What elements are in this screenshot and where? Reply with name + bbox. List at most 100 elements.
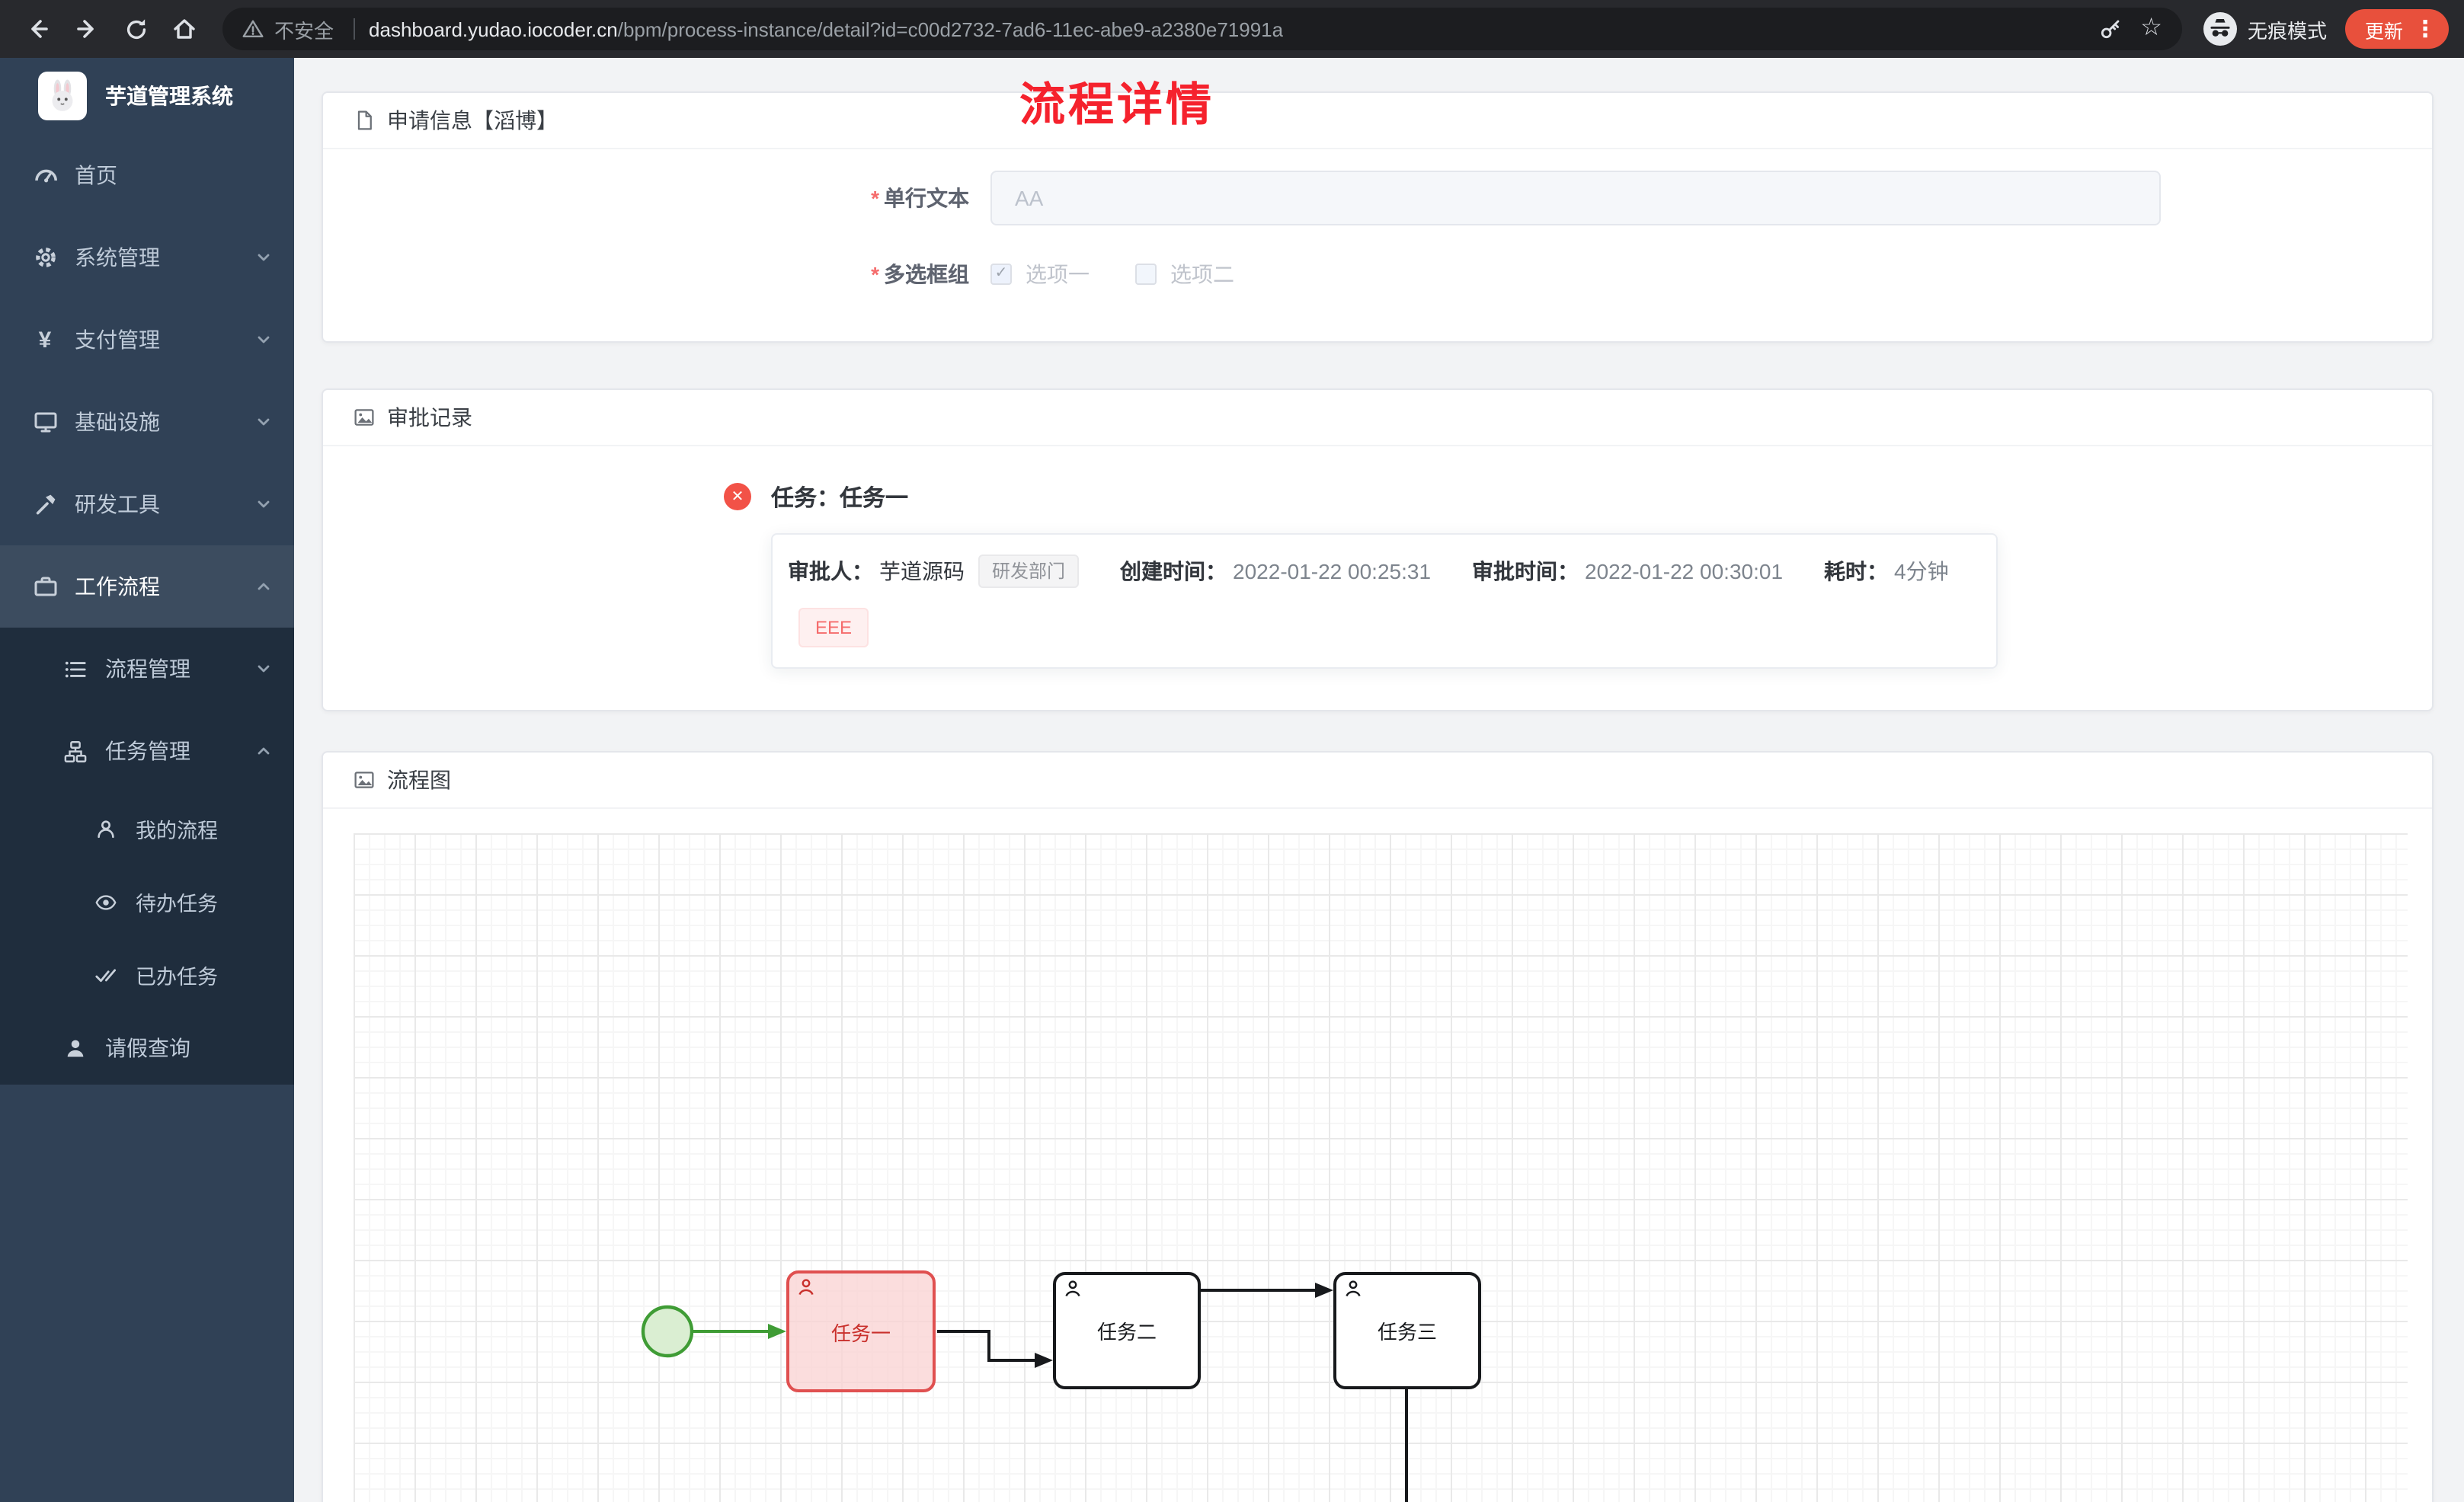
- audit-record-card: 审批记录 ✕ 任务：任务一 审批人： 芋道源码 研发部门: [322, 388, 2434, 711]
- bookmark-star-icon[interactable]: ☆: [2140, 15, 2162, 41]
- flow-diagram-card: 流程图: [322, 751, 2434, 1502]
- list-icon: [62, 656, 88, 682]
- sidebar-item-label: 首页: [75, 163, 117, 187]
- audit-time-value: 2022-01-22 00:30:01: [1585, 559, 1784, 583]
- task-node-1[interactable]: 任务一: [786, 1270, 936, 1392]
- incognito-icon: [2203, 12, 2237, 46]
- yen-icon: ¥: [38, 327, 52, 353]
- field-label: *多选框组: [323, 259, 990, 289]
- approval-record-line: 审批人： 芋道源码 研发部门 创建时间： 2022-01-22 00:25:31…: [788, 554, 1972, 588]
- checkbox-label: 选项二: [1170, 262, 1234, 286]
- kebab-menu-icon[interactable]: ⋮: [2414, 16, 2437, 42]
- sidebar-item-process-management[interactable]: 流程管理: [0, 628, 294, 710]
- home-button[interactable]: [162, 6, 207, 52]
- sidebar-item-leave-query[interactable]: 请假查询: [0, 1011, 294, 1085]
- url-path: /bpm/process-instance/detail?id=c00d2732…: [617, 18, 1284, 40]
- tools-icon: [32, 491, 58, 517]
- sidebar-item-my-processes[interactable]: 我的流程: [0, 792, 294, 865]
- sidebar-item-task-management[interactable]: 任务管理: [0, 710, 294, 792]
- required-mark: *: [871, 262, 879, 286]
- main-content: 流程详情 申请信息【滔博】 *单行文本 *多选框组: [294, 58, 2464, 1502]
- create-time-value: 2022-01-22 00:25:31: [1233, 559, 1432, 583]
- sidebar-item-label: 已办任务: [136, 966, 218, 989]
- apply-info-card: 申请信息【滔博】 *单行文本 *多选框组 ✓ 选项一: [322, 91, 2434, 343]
- chevron-down-icon: [256, 250, 271, 265]
- sidebar-item-payment[interactable]: ¥ 支付管理: [0, 299, 294, 381]
- refresh-button[interactable]: [113, 6, 158, 52]
- start-event[interactable]: [641, 1305, 694, 1358]
- sidebar: 芋道管理系统 首页 系统管理 ¥: [0, 58, 294, 1502]
- sidebar-item-done-tasks[interactable]: 已办任务: [0, 938, 294, 1011]
- sequence-flows: [641, 1283, 1408, 1502]
- forward-arrow-icon: [77, 20, 94, 38]
- arrowhead: [1315, 1283, 1333, 1298]
- apply-card-title: 申请信息【滔博】: [387, 108, 558, 133]
- sidebar-item-workflow[interactable]: 工作流程: [0, 545, 294, 628]
- approval-record: 审批人： 芋道源码 研发部门 创建时间： 2022-01-22 00:25:31…: [771, 533, 1998, 669]
- picture-icon: [354, 407, 375, 428]
- apply-form: *单行文本 *多选框组 ✓ 选项一 选项二: [323, 171, 2432, 289]
- incognito-label: 无痕模式: [2247, 19, 2327, 42]
- reject-x-icon: ✕: [724, 483, 751, 510]
- chevron-down-icon: [256, 332, 271, 347]
- task-node-2[interactable]: 任务二: [1053, 1272, 1201, 1389]
- checkbox-option-1: ✓ 选项一: [990, 259, 1090, 289]
- chevron-down-icon: [256, 497, 271, 512]
- sidebar-item-system[interactable]: 系统管理: [0, 216, 294, 299]
- briefcase-icon: [32, 574, 58, 599]
- sidebar-item-label: 任务管理: [105, 739, 190, 763]
- required-mark: *: [871, 186, 879, 210]
- audit-card-header: 审批记录: [323, 390, 2432, 446]
- audit-time-label: 审批时间：: [1472, 559, 1579, 583]
- incognito-badge: 无痕模式: [2203, 12, 2327, 46]
- field-label: *单行文本: [323, 183, 990, 213]
- sidebar-item-home[interactable]: 首页: [0, 134, 294, 216]
- user-outline-icon: [93, 816, 119, 842]
- sidebar-menu: 首页 系统管理 ¥ 支付管理: [0, 134, 294, 1085]
- flow-task1-to-task2: [937, 1330, 1036, 1362]
- browser-toolbar: 不安全 dashboard.yudao.iocoder.cn/bpm/proce…: [0, 0, 2464, 58]
- back-button[interactable]: [15, 6, 61, 52]
- sidebar-item-label: 基础设施: [75, 410, 160, 434]
- home-icon: [174, 19, 195, 39]
- task-node-3[interactable]: 任务三: [1333, 1272, 1481, 1389]
- duration-label: 耗时：: [1824, 559, 1889, 583]
- sidebar-item-devtools[interactable]: 研发工具: [0, 463, 294, 545]
- approver-group: 审批人： 芋道源码 研发部门: [788, 554, 1080, 588]
- sidebar-item-label: 系统管理: [75, 245, 160, 270]
- sidebar-item-label: 流程管理: [105, 657, 190, 681]
- url-host: dashboard.yudao.iocoder.cn: [369, 18, 618, 40]
- url-text: dashboard.yudao.iocoder.cn/bpm/process-i…: [369, 18, 1283, 40]
- refresh-icon: [126, 18, 146, 39]
- create-time-label: 创建时间：: [1120, 559, 1227, 583]
- chevron-up-icon: [256, 743, 271, 759]
- checkbox-label: 选项一: [1026, 262, 1090, 286]
- checkbox-checked-icon: ✓: [990, 264, 1012, 285]
- sidebar-item-infrastructure[interactable]: 基础设施: [0, 381, 294, 463]
- approver-label: 审批人：: [788, 559, 873, 583]
- user-task-icon: [1064, 1280, 1082, 1298]
- arrowhead: [768, 1324, 786, 1339]
- dept-tag: 研发部门: [978, 554, 1080, 588]
- sidebar-item-label: 支付管理: [75, 328, 160, 352]
- monitor-icon: [32, 409, 58, 435]
- forward-button[interactable]: [64, 6, 110, 52]
- audit-card-title: 审批记录: [387, 405, 472, 430]
- sidebar-item-todo-tasks[interactable]: 待办任务: [0, 865, 294, 938]
- address-bar[interactable]: 不安全 dashboard.yudao.iocoder.cn/bpm/proce…: [222, 8, 2182, 50]
- bpmn-canvas[interactable]: 任务一 任务二 任务三: [323, 809, 2432, 1502]
- diagram-card-header: 流程图: [323, 753, 2432, 809]
- checkbox-option-2: 选项二: [1135, 259, 1234, 289]
- duration-value: 4分钟: [1894, 559, 1949, 583]
- update-button[interactable]: 更新 ⋮: [2344, 9, 2449, 49]
- sidebar-item-label: 工作流程: [75, 574, 160, 599]
- key-icon[interactable]: [2098, 17, 2122, 41]
- approver-name: 芋道源码: [879, 559, 965, 583]
- diagram-card-title: 流程图: [387, 768, 451, 792]
- arrowhead: [1035, 1353, 1053, 1368]
- double-check-icon: [93, 962, 119, 988]
- sidebar-item-label: 请假查询: [105, 1036, 190, 1060]
- user-task-icon: [1344, 1280, 1362, 1298]
- security-label[interactable]: 不安全: [274, 19, 334, 42]
- app-logo-row: 芋道管理系统: [0, 58, 294, 134]
